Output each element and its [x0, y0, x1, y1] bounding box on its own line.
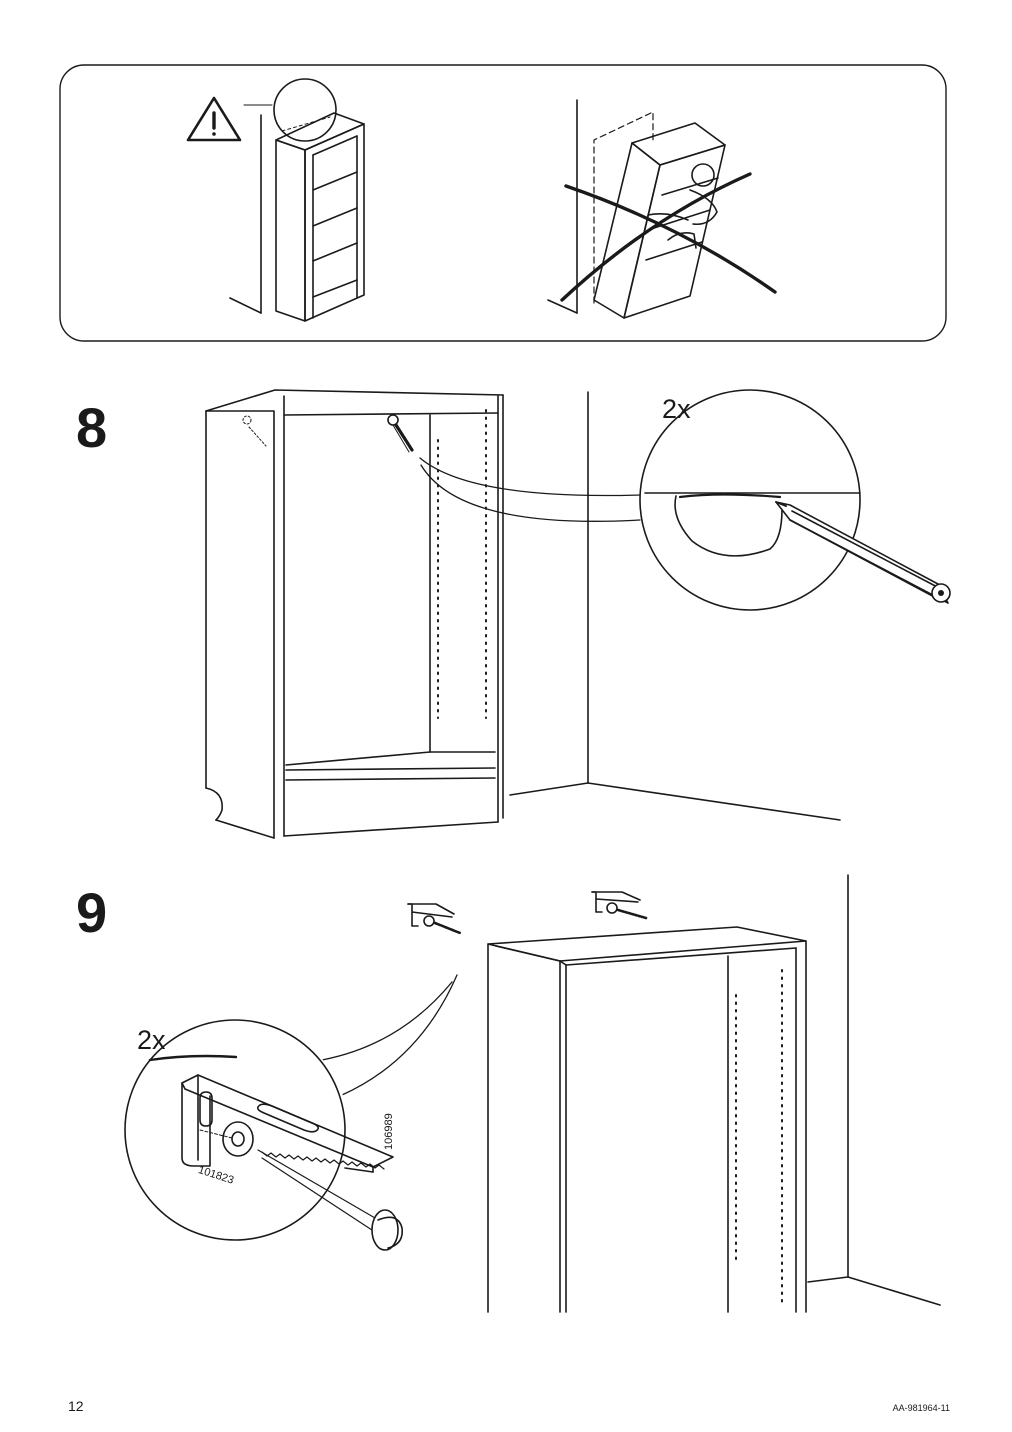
part-number-bracket: 106989: [383, 1113, 395, 1150]
step9-fitting-right: [591, 891, 648, 920]
step8-detail-magnifier: [419, 389, 951, 611]
step-8-number: 8: [76, 396, 108, 459]
step9-detail-magnifier: [124, 974, 458, 1251]
shelf-anchored-correct: [229, 78, 365, 322]
step-9-quantity: 2x: [137, 1025, 166, 1055]
warning-panel: [59, 64, 947, 342]
step-8-quantity: 2x: [662, 394, 691, 424]
step-9-number: 9: [76, 881, 108, 944]
document-code: AA-981964-11: [892, 1403, 950, 1413]
shelf-tipping-incorrect: [547, 99, 777, 319]
page-number: 12: [68, 1398, 84, 1414]
step9-fitting-left: [407, 903, 462, 935]
step9-bookcase: [487, 874, 941, 1313]
step8-bookcase: [205, 389, 841, 839]
warning-triangle-icon: [186, 96, 242, 142]
